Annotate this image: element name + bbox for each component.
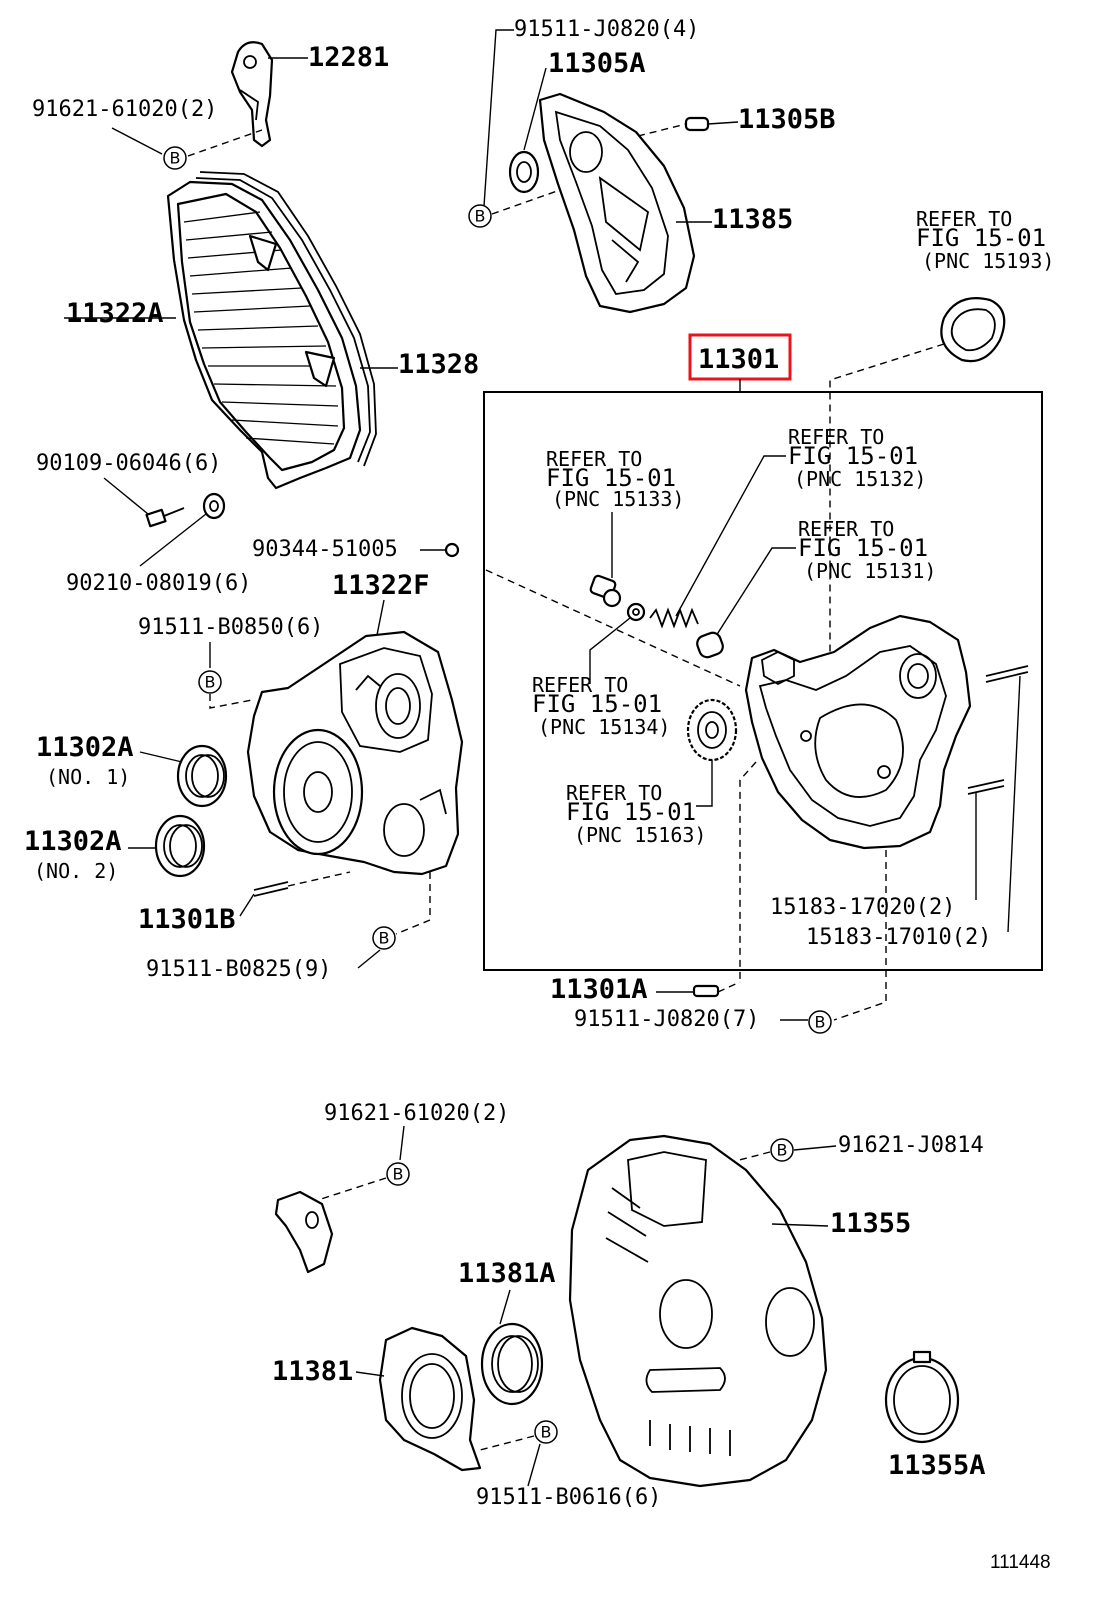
label-11301B: 11301B	[138, 904, 236, 935]
pin-11305B	[684, 116, 710, 132]
refer-15134-line3: (PNC 15134)	[538, 715, 670, 739]
refer-15131-line1: REFER TO	[798, 517, 894, 541]
label-11355A: 11355A	[888, 1450, 986, 1481]
refer-15163-line2: FIG 15-01	[566, 798, 696, 826]
refer-15132-line3: (PNC 15132)	[794, 467, 926, 491]
bolt-marker	[468, 204, 492, 228]
figure-number: 111448	[990, 1552, 1051, 1573]
refer-15163-line1: REFER TO	[566, 781, 662, 805]
refer-15193-line2: FIG 15-01	[916, 224, 1046, 252]
refer-15163-line3: (PNC 15163)	[574, 823, 706, 847]
seal-11302A-no1	[176, 744, 228, 808]
bolt-90109	[145, 507, 185, 528]
bolt-marker	[770, 1138, 794, 1162]
refer-15133-line1: REFER TO	[546, 447, 642, 471]
refer-15133-line3: (PNC 15133)	[552, 487, 684, 511]
refer-15193-line1: REFER TO	[916, 207, 1012, 231]
plug-15133	[589, 574, 622, 608]
label-11328: 11328	[398, 349, 479, 380]
bolt-marker	[808, 1010, 832, 1034]
bracket-91621-61020	[274, 1190, 334, 1274]
label-91621-61020-bottom: 91621-61020(2)	[324, 1101, 509, 1126]
label-90210-08019: 90210-08019(6)	[66, 571, 251, 596]
refer-15132-line1: REFER TO	[788, 425, 884, 449]
refer-15131-line2: FIG 15-01	[798, 534, 928, 562]
bracket-12281	[230, 41, 274, 148]
bolt-marker	[198, 670, 222, 694]
seal-11302A-no2	[154, 814, 206, 878]
plate-11385	[538, 92, 696, 314]
seal-11381A	[480, 1322, 544, 1406]
label-91511-B0850: 91511-B0850(6)	[138, 615, 323, 640]
label-11322F: 11322F	[332, 570, 430, 601]
bolt-marker	[534, 1420, 558, 1444]
bolt-marker	[386, 1162, 410, 1186]
gear-15163	[686, 698, 738, 762]
oil-pump-body-11301	[744, 614, 972, 850]
label-11305B: 11305B	[738, 104, 836, 135]
label-91621-61020-top: 91621-61020(2)	[32, 97, 217, 122]
label-91511-B0616: 91511-B0616(6)	[476, 1485, 661, 1510]
label-11305A: 11305A	[548, 48, 646, 79]
label-91511-J0820-4: 91511-J0820(4)	[514, 17, 699, 42]
label-11301A: 11301A	[550, 974, 648, 1005]
label-90109-06046: 90109-06046(6)	[36, 451, 221, 476]
refer-15132-line2: FIG 15-01	[788, 442, 918, 470]
refer-15133-line2: FIG 15-01	[546, 464, 676, 492]
valve-15131	[696, 631, 724, 659]
refer-15131-line3: (PNC 15131)	[804, 559, 936, 583]
plug-90344	[444, 542, 460, 558]
stud-15183-17010	[985, 665, 1029, 683]
label-91511-J0820-7: 91511-J0820(7)	[574, 1007, 759, 1032]
oring-15193	[940, 297, 1006, 363]
bolt-marker	[372, 926, 396, 950]
seal-retainer-11381	[378, 1326, 482, 1472]
label-15183-17010: 15183-17010(2)	[806, 925, 991, 950]
spring-15132	[626, 602, 699, 629]
label-11381A: 11381A	[458, 1258, 556, 1289]
label-11385: 11385	[712, 204, 793, 235]
pin-11301B	[253, 881, 289, 897]
refer-15134-line2: FIG 15-01	[532, 690, 662, 718]
label-12281: 12281	[308, 42, 389, 73]
timing-case-11322F	[246, 630, 464, 876]
gasket-11328	[195, 171, 377, 467]
label-11322A: 11322A	[66, 298, 164, 329]
pin-11301A	[692, 984, 720, 998]
label-15183-17020: 15183-17020(2)	[770, 895, 955, 920]
timing-cover-11322A	[166, 180, 362, 490]
label-11302A-no2: 11302A	[24, 826, 122, 857]
assembly-box-11301	[483, 391, 1043, 971]
label-11302A-no1-sub: (NO. 1)	[46, 765, 130, 789]
label-90344-51005: 90344-51005	[252, 537, 398, 562]
label-11302A-no1: 11302A	[36, 732, 134, 763]
bolt-marker	[163, 146, 187, 170]
label-91511-B0825: 91511-B0825(9)	[146, 957, 331, 982]
washer-90210	[202, 492, 226, 520]
label-11381: 11381	[272, 1356, 353, 1387]
label-11301[interactable]: 11301	[698, 344, 779, 375]
label-11355: 11355	[830, 1208, 911, 1239]
label-91621-J0814: 91621-J0814	[838, 1133, 984, 1158]
stud-15183-17020	[967, 779, 1005, 795]
refer-15193-line3: (PNC 15193)	[922, 249, 1054, 273]
label-11302A-no2-sub: (NO. 2)	[34, 859, 118, 883]
seal-11305A	[508, 150, 540, 194]
cap-11355A	[884, 1350, 960, 1444]
end-plate-11355	[568, 1134, 828, 1488]
refer-15134-line1: REFER TO	[532, 673, 628, 697]
